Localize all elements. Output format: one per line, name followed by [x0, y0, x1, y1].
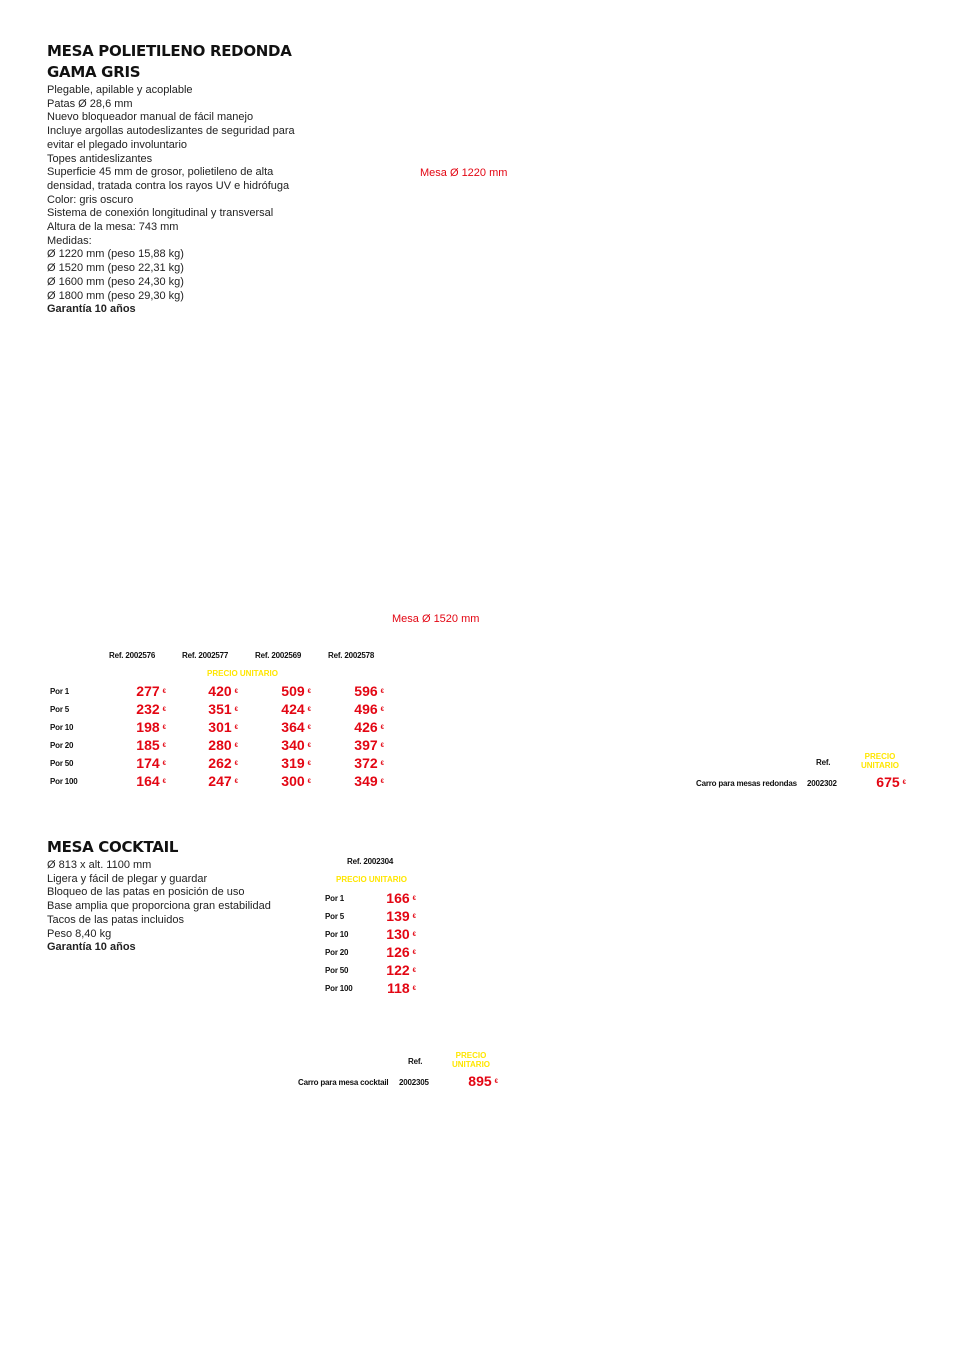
product-title-round-table: MESA POLIETILENO REDONDA GAMA GRIS	[47, 42, 292, 81]
price-cell: 397€	[354, 737, 384, 753]
ref-header: Ref. 2002578	[328, 651, 375, 660]
caption-table-1220: Mesa Ø 1220 mm	[420, 167, 508, 179]
unit-price-label: PRECIO UNITARIO	[207, 669, 278, 678]
feature-line: densidad, tratada contra los rayos UV e …	[47, 179, 290, 192]
feature-line: Ligera y fácil de plegar y guardar	[47, 872, 208, 885]
price-cell: 277€	[136, 683, 166, 699]
price-cell: 596€	[354, 683, 384, 699]
price-cell: 118€	[387, 980, 416, 996]
feature-line: Patas Ø 28,6 mm	[47, 97, 133, 110]
cart-ref: 2002305	[399, 1078, 429, 1087]
feature-line: Altura de la mesa: 743 mm	[47, 221, 179, 234]
price-cell: 166€	[386, 890, 416, 906]
price-cell: 232€	[136, 701, 166, 717]
cart-round-tables: Ref. PRECIO UNITARIO Carro para mesas re…	[690, 750, 920, 795]
price-cell: 198€	[136, 719, 166, 735]
price-cell: 364€	[281, 719, 311, 735]
price-cell: 496€	[354, 701, 384, 717]
feature-line: Ø 1600 mm (peso 24,30 kg)	[47, 275, 184, 288]
ref-header: Ref. 2002576	[109, 651, 156, 660]
price-cell: 319€	[281, 755, 311, 771]
price-cell: 139€	[386, 908, 416, 924]
feature-line: Tacos de las patas incluidos	[47, 913, 184, 926]
price-cell: 424€	[281, 701, 311, 717]
price-cell: 262€	[208, 755, 238, 771]
price-cell: 420€	[208, 683, 238, 699]
cart-name: Carro para mesas redondas	[696, 779, 797, 788]
cart-ref-header: Ref.	[816, 758, 831, 767]
price-cell: 122€	[386, 962, 416, 978]
price-cell: 340€	[281, 737, 311, 753]
cocktail-table-features: Ø 813 x alt. 1100 mm Ligera y fácil de p…	[47, 859, 271, 955]
cart-ref-header: Ref.	[408, 1057, 423, 1066]
feature-line: Nuevo bloqueador manual de fácil manejo	[47, 111, 254, 124]
feature-line: Incluye argollas autodeslizantes de segu…	[47, 125, 295, 138]
price-cell: 426€	[354, 719, 384, 735]
cart-ref: 2002302	[807, 779, 837, 788]
price-cell: 280€	[208, 737, 238, 753]
ref-header: Ref. 2002577	[182, 651, 229, 660]
feature-line: Bloqueo de las patas en posición de uso	[47, 886, 245, 899]
price-cell: 130€	[386, 926, 416, 942]
warranty-text: Garantía 10 años	[47, 303, 136, 316]
cart-unit-price-label: PRECIO UNITARIO	[451, 1051, 491, 1069]
feature-line: Color: gris oscuro	[47, 193, 134, 206]
warranty-text: Garantía 10 años	[47, 941, 136, 954]
cart-price: 675€	[876, 774, 906, 790]
price-cell: 509€	[281, 683, 311, 699]
feature-line: Ø 813 x alt. 1100 mm	[47, 859, 152, 871]
feature-line: Medidas:	[47, 234, 92, 247]
price-cell: 351€	[208, 701, 238, 717]
cart-unit-price-label: PRECIO UNITARIO	[860, 752, 900, 770]
feature-line: Base amplia que proporciona gran estabil…	[47, 900, 271, 913]
price-cell: 185€	[136, 737, 166, 753]
price-cell: 174€	[136, 755, 166, 771]
feature-line: evitar el plegado involuntario	[47, 138, 188, 151]
price-cell: 301€	[208, 719, 238, 735]
price-cell: 126€	[386, 944, 416, 960]
feature-line: Ø 1800 mm (peso 29,30 kg)	[47, 289, 184, 302]
ref-header: Ref. 2002304	[347, 857, 394, 866]
feature-line: Sistema de conexión longitudinal y trans…	[47, 207, 274, 220]
price-cell: 164€	[136, 773, 166, 789]
product-title-cocktail-table: MESA COCKTAIL	[47, 838, 179, 856]
feature-line: Ø 1520 mm (peso 22,31 kg)	[47, 262, 184, 275]
price-cell: 247€	[208, 773, 238, 789]
feature-line: Ø 1220 mm (peso 15,88 kg)	[47, 248, 184, 261]
feature-line: Peso 8,40 kg	[47, 927, 112, 940]
unit-price-label: PRECIO UNITARIO	[336, 875, 407, 884]
caption-table-1520: Mesa Ø 1520 mm	[392, 613, 480, 625]
feature-line: Plegable, apilable y acoplable	[47, 84, 193, 96]
round-table-features: Plegable, apilable y acoplable Patas Ø 2…	[47, 84, 295, 317]
cart-price: 895€	[468, 1073, 498, 1089]
price-cell: 372€	[354, 755, 384, 771]
price-cell: 300€	[281, 773, 311, 789]
feature-line: Topes antideslizantes	[47, 152, 153, 165]
cart-cocktail-table: Ref. PRECIO UNITARIO Carro para mesa coc…	[292, 1049, 512, 1094]
price-cell: 349€	[354, 773, 384, 789]
ref-header: Ref. 2002569	[255, 651, 302, 660]
feature-line: Superficie 45 mm de grosor, polietileno …	[47, 166, 274, 179]
cart-name: Carro para mesa cocktail	[298, 1078, 389, 1087]
